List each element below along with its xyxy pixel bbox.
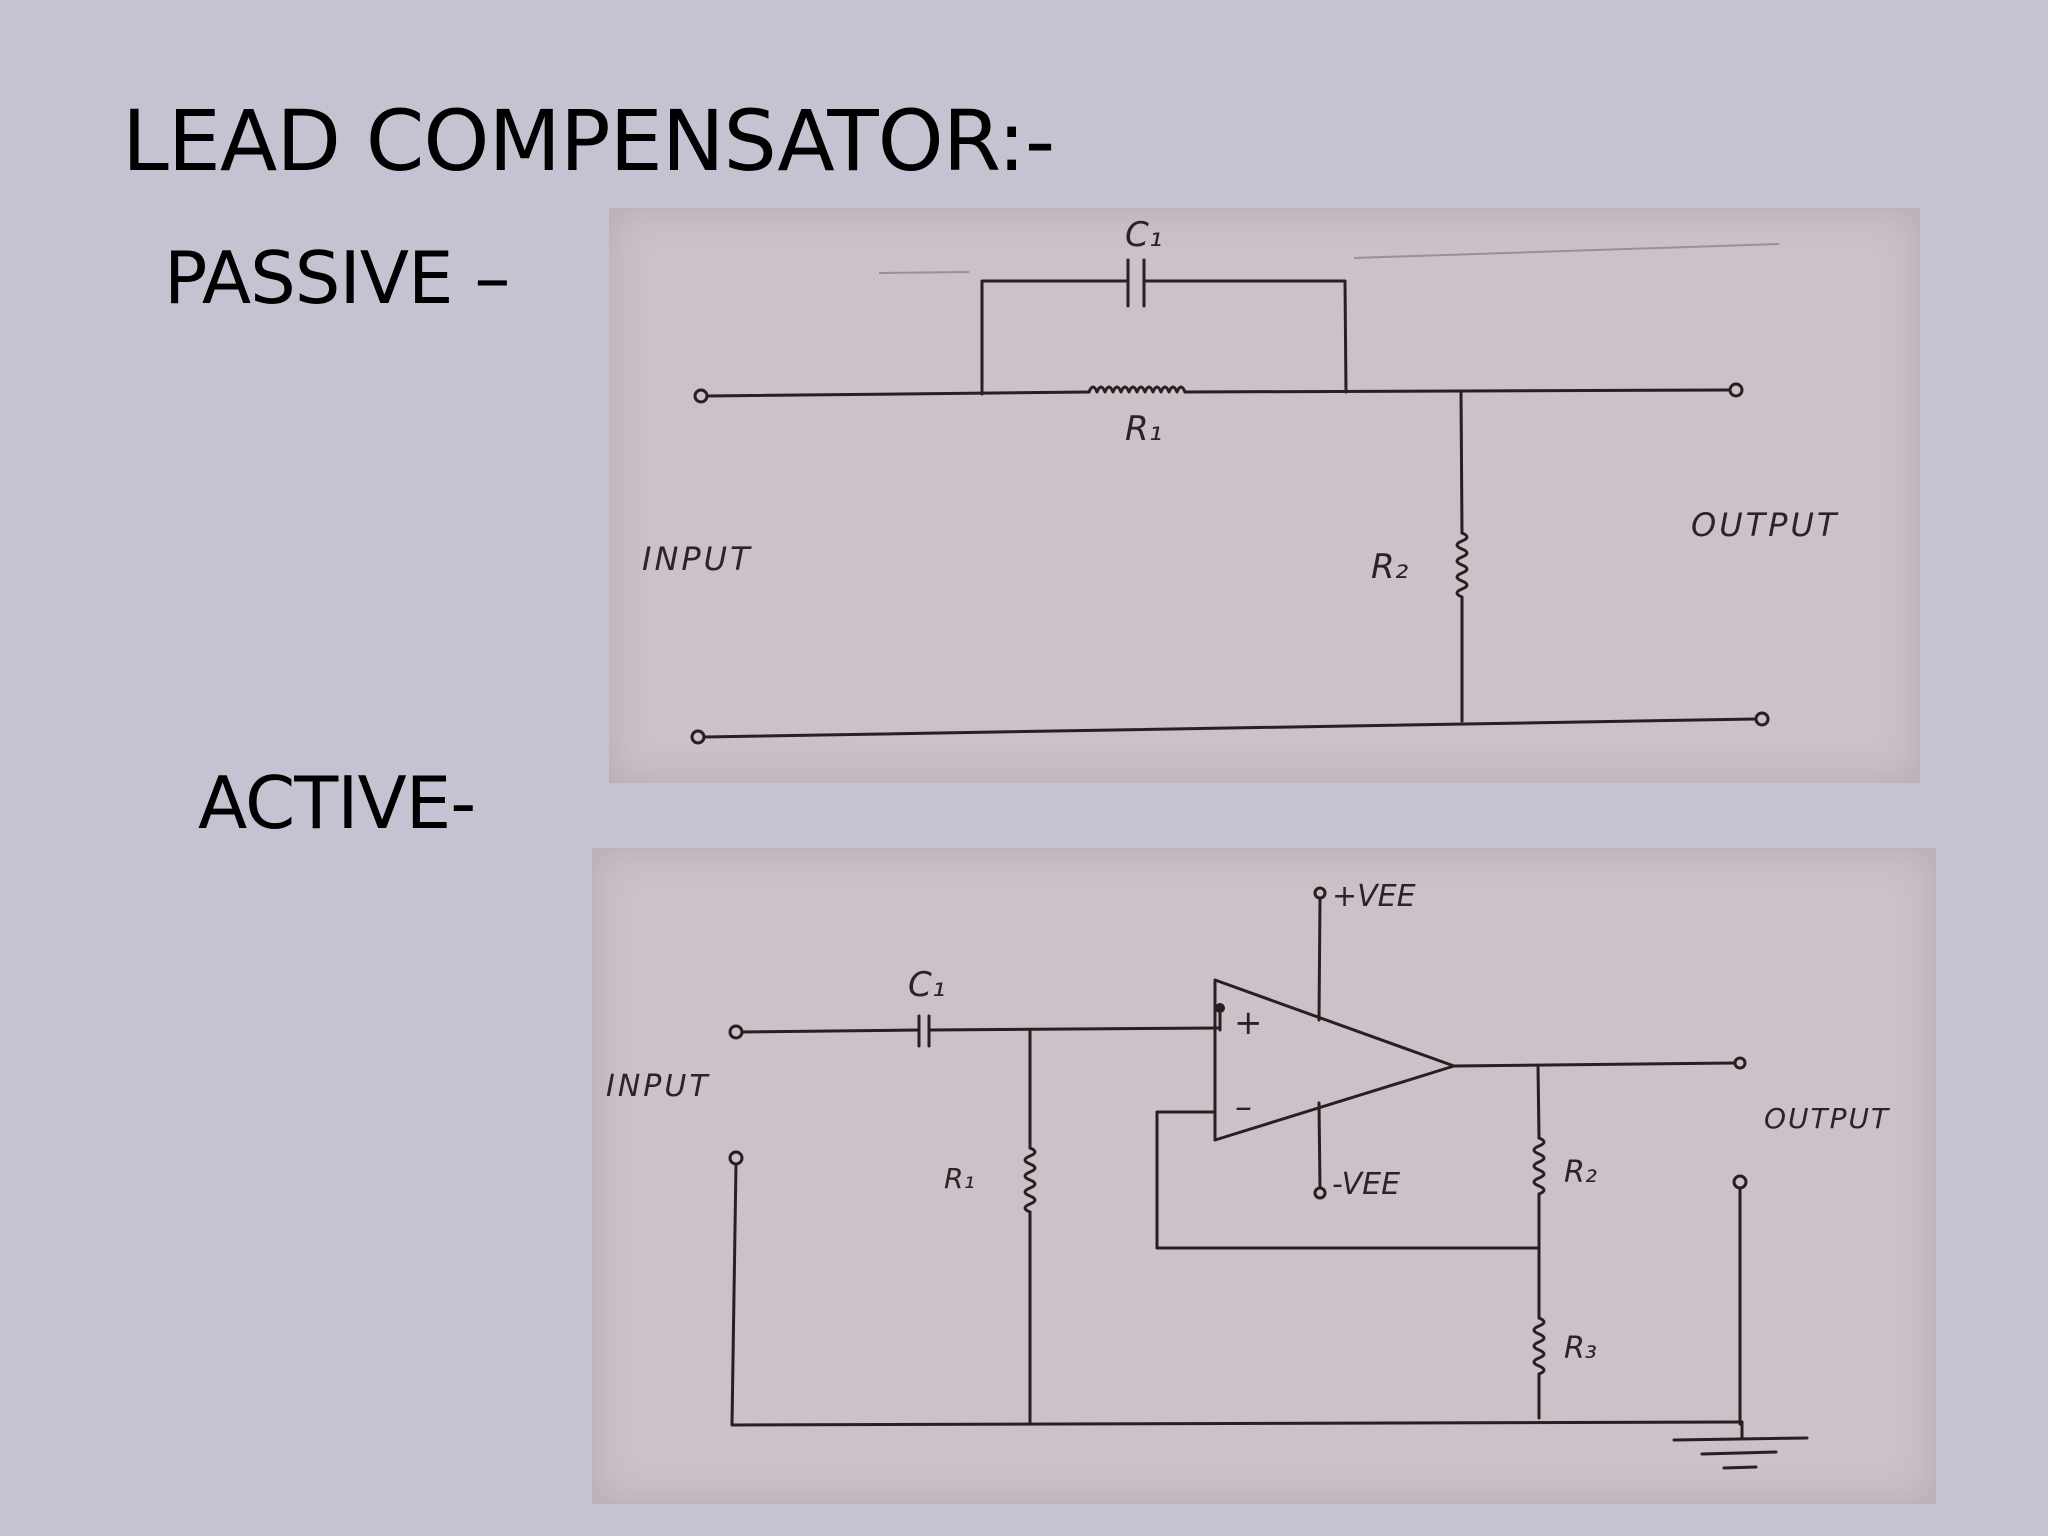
output-label: OUTPUT (1691, 506, 1839, 544)
c1-branch-left (980, 279, 1129, 396)
r2-wire-top (1536, 1064, 1541, 1140)
input-label: INPUT (606, 1069, 711, 1104)
c1-to-opamp-wire (928, 1026, 1222, 1032)
input-label: INPUT (642, 540, 753, 578)
input-terminal-top (728, 1024, 744, 1040)
negative-supply-label: -VEE (1332, 1167, 1400, 1202)
negative-supply-wire (1317, 1101, 1322, 1190)
active-circuit-photo: + – +VEE -VEE C₁ R₁ R₂ R₃ I (592, 848, 1936, 1504)
positive-supply-label: +VEE (1332, 879, 1416, 914)
r2-label: R₂ (1371, 547, 1409, 587)
active-circuit-diagram: + – +VEE -VEE C₁ R₁ R₂ R₃ I (606, 879, 1890, 1470)
r2-resistor (1532, 1136, 1546, 1196)
r2-label: R₂ (1564, 1155, 1597, 1190)
r1-label: R₁ (944, 1162, 975, 1195)
positive-supply-wire (1317, 896, 1322, 1022)
top-wire-left (705, 390, 1091, 398)
negative-supply-terminal (1313, 1186, 1327, 1200)
paper-mark (878, 271, 970, 274)
passive-circuit-diagram: C₁ R₁ R₂ INPUT OUTPUT (642, 215, 1839, 745)
output-terminal-top (1728, 382, 1744, 398)
feedback-wire (1155, 1110, 1541, 1250)
slide-title: LEAD COMPENSATOR:- (122, 92, 1055, 190)
paper-mark (1353, 243, 1780, 259)
output-label: OUTPUT (1764, 1102, 1890, 1135)
passive-circuit-photo: C₁ R₁ R₂ INPUT OUTPUT (609, 208, 1920, 783)
input-bottom-wire (730, 1162, 738, 1426)
inverting-sign: – (1235, 1087, 1252, 1127)
input-terminal-bottom (728, 1150, 744, 1166)
input-wire (740, 1028, 920, 1034)
noninverting-sign: + (1234, 1003, 1263, 1043)
r3-label: R₃ (1564, 1331, 1597, 1366)
ground-bus (730, 1420, 1744, 1427)
c1-label: C₁ (1125, 215, 1162, 255)
top-wire-right (1183, 388, 1732, 394)
opamp-triangle (1213, 978, 1456, 1142)
ground-line-3 (1722, 1465, 1758, 1470)
c1-label: C₁ (908, 965, 945, 1005)
ground-line-2 (1700, 1450, 1778, 1456)
r3-resistor (1532, 1316, 1546, 1376)
passive-heading: PASSIVE – (164, 236, 510, 320)
r1-label: R₁ (1125, 409, 1162, 449)
input-terminal-bottom (690, 729, 706, 745)
ground-line-1 (1672, 1436, 1809, 1442)
output-terminal-bottom (1732, 1174, 1748, 1190)
r1-resistor (1023, 1146, 1037, 1214)
output-terminal-bottom (1754, 711, 1770, 727)
positive-supply-terminal (1313, 886, 1327, 900)
output-wire (1452, 1061, 1737, 1068)
output-terminal-top (1733, 1056, 1747, 1070)
r2-resistor (1455, 531, 1469, 599)
r1-resistor (1087, 385, 1187, 394)
input-terminal-top (693, 388, 709, 404)
active-heading: ACTIVE- (198, 761, 476, 845)
c1-branch-right (1143, 279, 1348, 394)
r2-wire-top (1459, 389, 1464, 535)
noninverting-node (1215, 1003, 1225, 1013)
bottom-wire (702, 717, 1758, 739)
